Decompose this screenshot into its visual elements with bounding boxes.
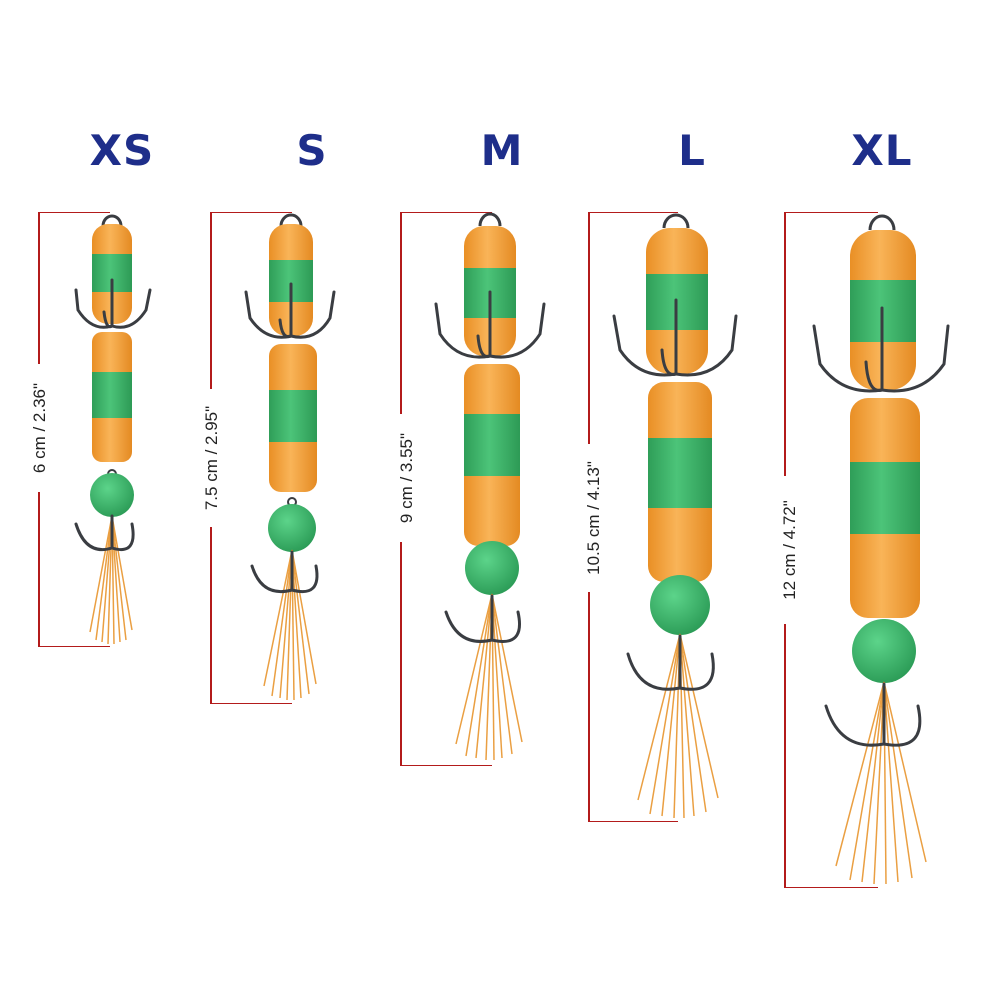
tinsel-tail-icon (89, 515, 133, 645)
lure-xs (74, 214, 152, 645)
bead-icon (650, 575, 710, 635)
size-label-m: M (480, 126, 524, 175)
treble-hook-icon (444, 594, 521, 643)
size-label-xs: XS (89, 126, 155, 175)
bead-icon (90, 473, 134, 517)
treble-hook-icon (824, 682, 922, 747)
size-label-s: S (296, 126, 328, 175)
tinsel-tail-icon (637, 633, 719, 819)
size-label-xl: XL (851, 126, 913, 175)
lure-xl (812, 214, 950, 885)
lure-l (612, 213, 738, 819)
size-label-l: L (678, 126, 706, 175)
lure-s (244, 213, 336, 701)
treble-hook-icon (434, 290, 546, 359)
treble-hook-icon (812, 306, 950, 393)
treble-hook-icon (244, 282, 336, 339)
bead-icon (465, 541, 519, 595)
treble-hook-icon (612, 298, 738, 377)
eye-ring-icon (101, 214, 123, 227)
treble-hook-icon (74, 278, 152, 329)
treble-hook-icon (626, 634, 715, 691)
tinsel-tail-icon (455, 593, 523, 761)
bead-icon (852, 619, 916, 683)
lure-m (434, 212, 546, 761)
tinsel-tail-icon (263, 549, 317, 701)
treble-hook-icon (74, 514, 135, 551)
tinsel-tail-icon (835, 681, 927, 885)
bead-icon (268, 504, 316, 552)
treble-hook-icon (250, 550, 319, 593)
